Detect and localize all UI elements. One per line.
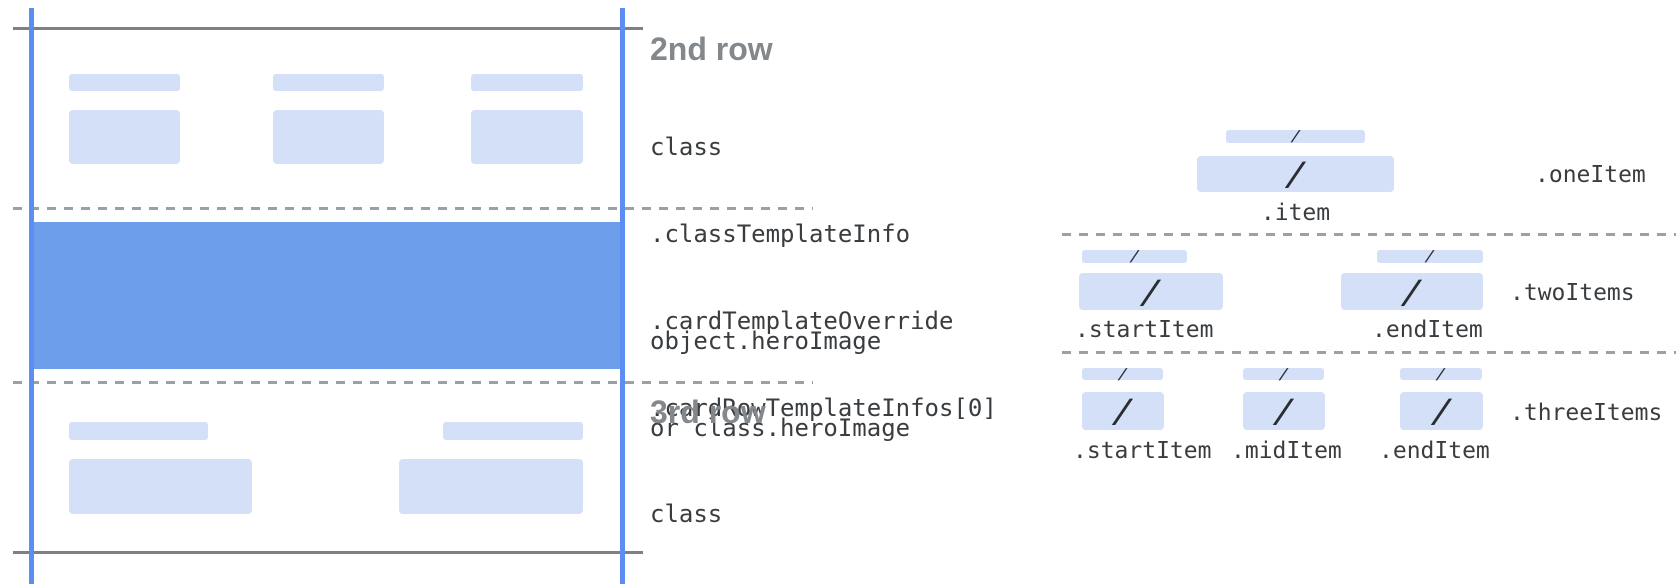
card-left-guide-line — [29, 8, 34, 584]
item-label-bar: / — [1243, 364, 1324, 383]
slash-glyph: / — [1398, 272, 1426, 311]
slash-glyph: / — [1277, 364, 1291, 383]
one-item-row-label: .oneItem — [1535, 162, 1646, 188]
row2-class-path: class .classTemplateInfo .cardTemplateOv… — [650, 75, 997, 481]
slash-glyph: / — [1128, 247, 1142, 265]
item-value-bar: / — [1341, 272, 1483, 311]
field-value-placeholder — [273, 110, 384, 164]
item-label-bar: / — [1377, 247, 1483, 265]
code-line: .cardRowTemplateInfos[0] — [650, 394, 997, 422]
field-label-placeholder — [273, 74, 384, 91]
item-value-bar: / — [1079, 272, 1223, 311]
code-line: object.heroImage — [650, 327, 882, 355]
item-value-bar: / — [1243, 392, 1325, 430]
field-value-placeholder — [399, 459, 583, 514]
slash-glyph: / — [1434, 364, 1448, 383]
layout-divider-dashed-2 — [1062, 351, 1676, 354]
card-right-guide-line — [620, 8, 625, 584]
code-line: .cardTemplateOverride — [650, 307, 954, 335]
code-line: or class.heroImage — [650, 414, 911, 442]
slash-glyph: / — [1109, 392, 1137, 430]
code-line: class — [650, 500, 723, 528]
item-name-label: .midItem — [1231, 438, 1342, 464]
field-value-placeholder — [69, 110, 180, 164]
item-name-label: .item — [1260, 200, 1331, 226]
row-divider-dashed-bottom — [13, 381, 813, 384]
item-value-bar: / — [1082, 392, 1164, 430]
item-name-label: .endItem — [1372, 317, 1483, 343]
item-label-bar: / — [1082, 364, 1163, 383]
code-line: class — [650, 133, 723, 161]
slash-glyph: / — [1137, 272, 1165, 311]
slash-glyph: / — [1270, 392, 1298, 430]
item-label-bar: / — [1400, 364, 1482, 383]
item-label-bar: / — [1082, 247, 1187, 265]
code-line: .classTemplateInfo — [650, 220, 911, 248]
slash-glyph: / — [1281, 155, 1310, 193]
field-value-placeholder — [471, 110, 583, 164]
item-name-label: .startItem — [1075, 317, 1214, 343]
layout-divider-dashed-1 — [1062, 233, 1676, 236]
three-items-row-label: .threeItems — [1510, 400, 1663, 426]
field-label-placeholder — [69, 422, 208, 440]
item-value-bar: / — [1400, 392, 1483, 430]
row3-heading: 3rd row — [650, 394, 766, 430]
hero-image-path: object.heroImage or class.heroImage — [650, 269, 910, 501]
field-label-placeholder — [69, 74, 180, 91]
field-label-placeholder — [443, 422, 583, 440]
row-divider-dashed-top — [13, 207, 813, 210]
slash-glyph: / — [1289, 127, 1303, 145]
field-value-placeholder — [69, 459, 252, 514]
slash-glyph: / — [1427, 392, 1456, 430]
slash-glyph: / — [1116, 364, 1130, 383]
item-name-label: .startItem — [1073, 438, 1212, 464]
card-bottom-border-line — [13, 551, 643, 554]
item-name-label: .endItem — [1379, 438, 1490, 464]
card-top-border-line — [13, 27, 643, 30]
field-label-placeholder — [471, 74, 583, 91]
item-label-bar: / — [1226, 127, 1365, 145]
two-items-row-label: .twoItems — [1510, 280, 1635, 306]
item-value-bar: / — [1197, 155, 1394, 193]
row3-class-path: class .classTemplateInfo .cardTemplateOv… — [650, 442, 997, 584]
hero-image-band — [31, 222, 624, 369]
slash-glyph: / — [1423, 247, 1437, 265]
row2-heading: 2nd row — [650, 31, 773, 67]
